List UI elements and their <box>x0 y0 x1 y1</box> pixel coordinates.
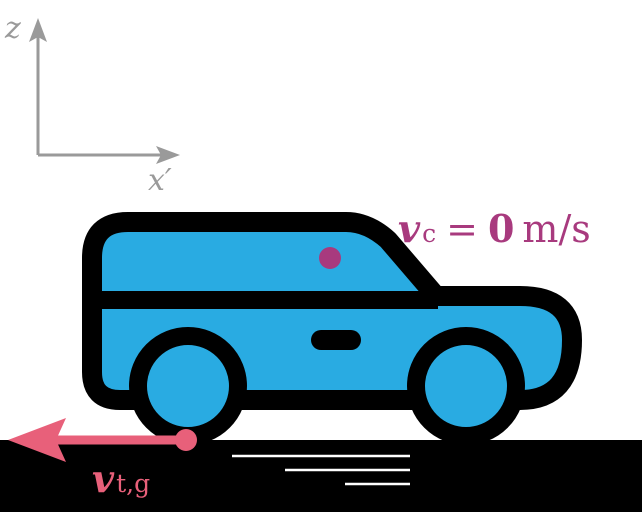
car-velocity-equals: = <box>446 207 478 251</box>
z-axis-arrowhead <box>29 18 47 42</box>
tire-velocity-label: vt,g <box>92 456 150 501</box>
speed-lines <box>232 454 410 486</box>
tire-velocity-arrow <box>8 418 197 462</box>
center-of-mass-dot <box>319 247 341 269</box>
car-velocity-unit: m/s <box>522 207 590 251</box>
z-axis-label: z <box>4 11 21 46</box>
rear-wheel <box>129 327 247 445</box>
contact-point-dot <box>175 429 197 451</box>
ground <box>0 440 642 512</box>
arrow-head <box>8 418 66 462</box>
coordinate-axes: z x′ <box>4 11 180 198</box>
tire-velocity-subscript: t,g <box>116 469 150 498</box>
car-velocity-symbol: v <box>398 206 421 251</box>
front-wheel <box>407 327 525 445</box>
car-velocity-subscript: c <box>422 219 436 248</box>
x-axis-arrowhead <box>156 146 180 164</box>
tire-velocity-symbol: v <box>92 456 115 501</box>
car-velocity-value: 0 <box>488 206 514 251</box>
x-axis-label: x′ <box>148 163 172 198</box>
door-handle <box>311 330 361 350</box>
